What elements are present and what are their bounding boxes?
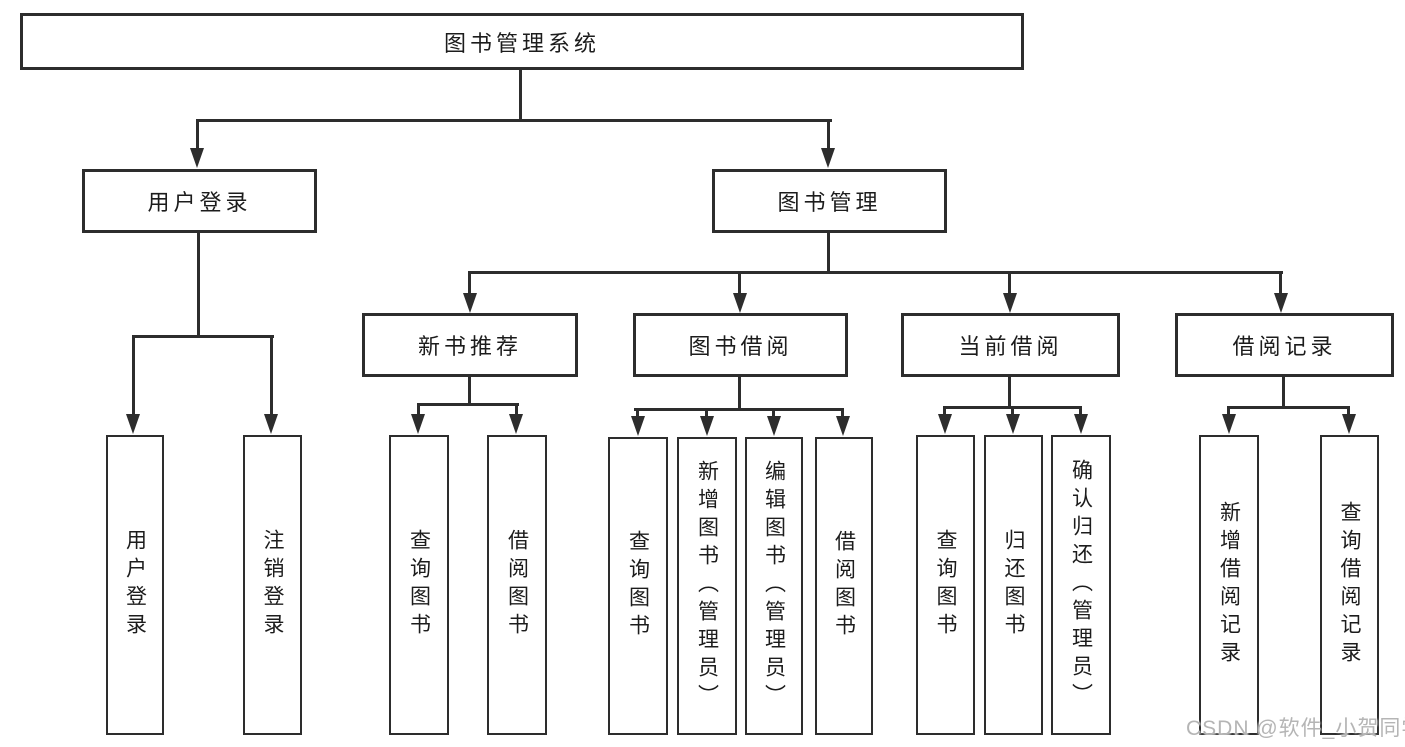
- arrowhead-currentborrow-child1: [938, 414, 952, 434]
- arrowhead-currentborrow-child3: [1074, 414, 1088, 434]
- arrowhead-newbook-child2: [509, 414, 523, 434]
- leaf-add-borrow-record: 新增借阅记录: [1199, 435, 1259, 735]
- leaf-bookborrow-borrow-books: 借阅图书: [815, 437, 873, 735]
- connector-bookborrow-child4: [841, 408, 844, 418]
- connector-newbook-stem: [468, 377, 471, 403]
- arrowhead-user-login: [190, 148, 204, 168]
- arrowhead-leaf-logout: [264, 414, 278, 434]
- arrowhead-borrow-records: [1274, 293, 1288, 313]
- node-borrow-records: 借阅记录: [1175, 313, 1394, 377]
- leaf-return-books-label: 归还图书: [1002, 529, 1025, 641]
- arrowhead-currentborrow-child2: [1006, 414, 1020, 434]
- arrowhead-records-child2: [1342, 414, 1356, 434]
- connector-records-crossbar: [1228, 406, 1350, 409]
- node-new-book-recommend: 新书推荐: [362, 313, 578, 377]
- arrowhead-records-child1: [1222, 414, 1236, 434]
- connector-userlogin-stem: [197, 233, 200, 335]
- csdn-watermark: CSDN @软件_小贺同学: [1186, 717, 1405, 740]
- connector-records-child1: [1227, 406, 1230, 416]
- leaf-logout: 注销登录: [243, 435, 302, 735]
- leaf-currentborrow-query-books-label: 查询图书: [934, 529, 957, 641]
- connector-currentborrow-stem: [1008, 377, 1011, 406]
- leaf-bookborrow-borrow-books-label: 借阅图书: [832, 530, 856, 642]
- connector-to-user-login: [196, 119, 199, 149]
- leaf-newbook-borrow-books: 借阅图书: [487, 435, 547, 735]
- arrowhead-new-book: [463, 293, 477, 313]
- arrowhead-book-borrow: [733, 293, 747, 313]
- leaf-confirm-return-admin-label: 确认归还（管理员）: [1069, 459, 1093, 711]
- leaf-newbook-borrow-books-label: 借阅图书: [505, 529, 529, 641]
- connector-bookborrow-child2: [705, 408, 708, 418]
- leaf-query-borrow-record-label: 查询借阅记录: [1338, 501, 1361, 669]
- connector-root-crossbar: [197, 119, 832, 122]
- connector-root-stem: [519, 70, 522, 119]
- connector-bookborrow-stem: [738, 377, 741, 408]
- connector-bookborrow-crossbar: [634, 408, 843, 411]
- leaf-add-book-admin: 新增图书（管理员）: [677, 437, 737, 735]
- leaf-add-borrow-record-label: 新增借阅记录: [1217, 501, 1241, 669]
- connector-currentborrow-child2: [1011, 406, 1014, 416]
- connector-newbook-crossbar: [417, 403, 519, 406]
- connector-bookmgmt-crossbar: [469, 271, 1283, 274]
- node-user-login: 用户登录: [82, 169, 317, 233]
- arrowhead-bookborrow-child1: [631, 416, 645, 436]
- arrowhead-bookborrow-child3: [767, 416, 781, 436]
- connector-bookborrow-child1: [636, 408, 639, 418]
- connector-to-new-book: [468, 271, 471, 295]
- connector-to-borrow-records: [1279, 271, 1282, 295]
- connector-to-current-borrow: [1008, 271, 1011, 295]
- leaf-edit-book-admin-label: 编辑图书（管理员）: [762, 460, 786, 712]
- node-book-borrow: 图书借阅: [633, 313, 848, 377]
- connector-userlogin-crossbar: [133, 335, 274, 338]
- node-root-library-system: 图书管理系统: [20, 13, 1024, 70]
- connector-newbook-child1: [417, 403, 420, 415]
- leaf-user-login-label: 用户登录: [123, 529, 147, 641]
- leaf-bookborrow-query-books: 查询图书: [608, 437, 668, 735]
- leaf-add-book-admin-label: 新增图书（管理员）: [695, 460, 719, 712]
- leaf-user-login: 用户登录: [106, 435, 164, 735]
- connector-bookborrow-child3: [772, 408, 775, 418]
- connector-currentborrow-child1: [943, 406, 946, 416]
- arrowhead-newbook-child1: [411, 414, 425, 434]
- connector-records-child2: [1347, 406, 1350, 416]
- connector-bookmgmt-stem: [827, 233, 830, 273]
- leaf-newbook-query-books-label: 查询图书: [407, 529, 431, 641]
- leaf-return-books: 归还图书: [984, 435, 1043, 735]
- connector-records-stem: [1282, 377, 1285, 406]
- connector-newbook-child2: [515, 403, 518, 415]
- arrowhead-leaf-login: [126, 414, 140, 434]
- leaf-bookborrow-query-books-label: 查询图书: [626, 530, 650, 642]
- arrowhead-current-borrow: [1003, 293, 1017, 313]
- arrowhead-bookborrow-child2: [700, 416, 714, 436]
- leaf-logout-label: 注销登录: [261, 529, 284, 641]
- leaf-query-borrow-record: 查询借阅记录: [1320, 435, 1379, 735]
- connector-currentborrow-child3: [1079, 406, 1082, 416]
- connector-to-leaf-login: [132, 335, 135, 415]
- arrowhead-bookborrow-child4: [836, 416, 850, 436]
- leaf-newbook-query-books: 查询图书: [389, 435, 449, 735]
- node-book-management: 图书管理: [712, 169, 947, 233]
- connector-to-book-borrow: [738, 271, 741, 295]
- connector-to-leaf-logout: [270, 335, 273, 415]
- leaf-currentborrow-query-books: 查询图书: [916, 435, 975, 735]
- connector-to-book-mgmt: [827, 119, 830, 149]
- leaf-edit-book-admin: 编辑图书（管理员）: [745, 437, 803, 735]
- arrowhead-book-mgmt: [821, 148, 835, 168]
- leaf-confirm-return-admin: 确认归还（管理员）: [1051, 435, 1111, 735]
- node-current-borrow: 当前借阅: [901, 313, 1120, 377]
